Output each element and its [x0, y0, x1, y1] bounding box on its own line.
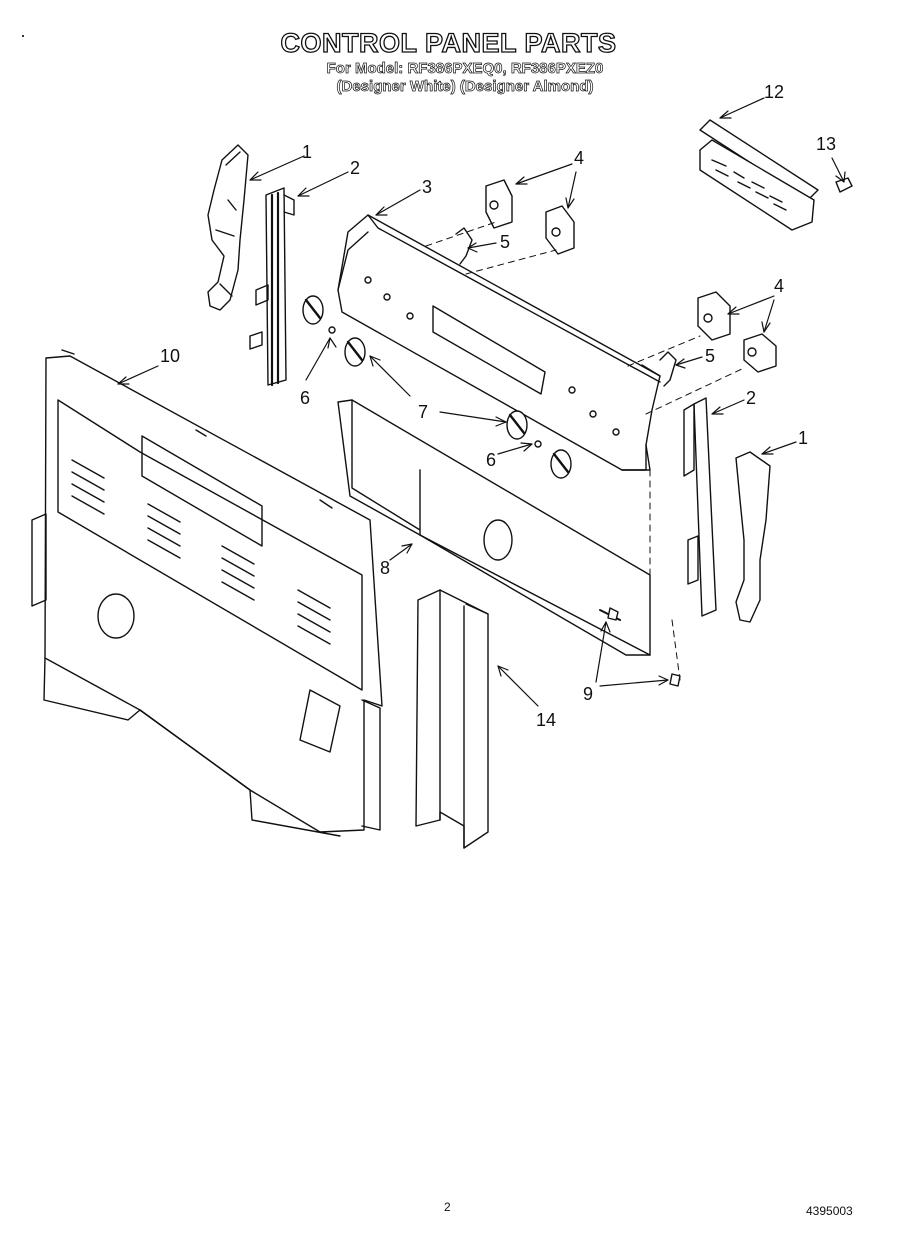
callout-13: 13 [816, 134, 836, 154]
part-9-screws [607, 607, 681, 687]
part-3-console-panel [337, 214, 661, 471]
part-2-left-bracket [249, 187, 295, 387]
callout-4-top: 4 [574, 148, 584, 168]
callout-12: 12 [764, 82, 784, 102]
part-12-display-overlay [699, 119, 819, 231]
part-1-left-endcap [207, 144, 249, 311]
leader-lines [117, 97, 846, 707]
callout-3: 3 [422, 177, 432, 197]
alignment-lines [425, 221, 745, 681]
callout-9: 9 [583, 684, 593, 704]
model-subtitle: For Model: RF386PXEQ0, RF386PXEZ0 (Desig… [300, 60, 630, 96]
color-line: (Designer White) (Designer Almond) [336, 78, 594, 96]
callout-6-left: 6 [300, 388, 310, 408]
callout-1-right: 1 [798, 428, 808, 448]
page-number: 2 [444, 1200, 451, 1214]
callout-4-right: 4 [774, 276, 784, 296]
callout-7: 7 [418, 402, 428, 422]
part-4-switches [485, 179, 777, 373]
part-14-shield [415, 589, 489, 849]
callout-10: 10 [160, 346, 180, 366]
callout-6-center: 6 [486, 450, 496, 470]
callout-2-right: 2 [746, 388, 756, 408]
callout-5-top: 5 [500, 232, 510, 252]
callout-5-right: 5 [705, 346, 715, 366]
part-5-wires [455, 227, 677, 387]
callout-8: 8 [380, 558, 390, 578]
part-2-right-bracket [683, 397, 717, 617]
document-number: 4395003 [806, 1204, 853, 1218]
model-line: For Model: RF386PXEQ0, RF386PXEZ0 [326, 60, 604, 78]
part-8-manifold-bracket [337, 399, 651, 656]
part-7-knobs [302, 295, 572, 479]
page-title: CONTROL PANEL PARTS [280, 27, 617, 58]
callout-14: 14 [536, 710, 556, 730]
speck [22, 35, 24, 37]
part-1-right-endcap [735, 451, 771, 623]
callout-numbers: 1 2 3 4 5 4 5 2 1 6 7 6 8 9 10 12 13 14 [160, 82, 836, 730]
part-10-back-panel [31, 349, 383, 837]
callout-1-left: 1 [302, 142, 312, 162]
part-6-small-parts [328, 326, 542, 448]
callout-2-left: 2 [350, 158, 360, 178]
